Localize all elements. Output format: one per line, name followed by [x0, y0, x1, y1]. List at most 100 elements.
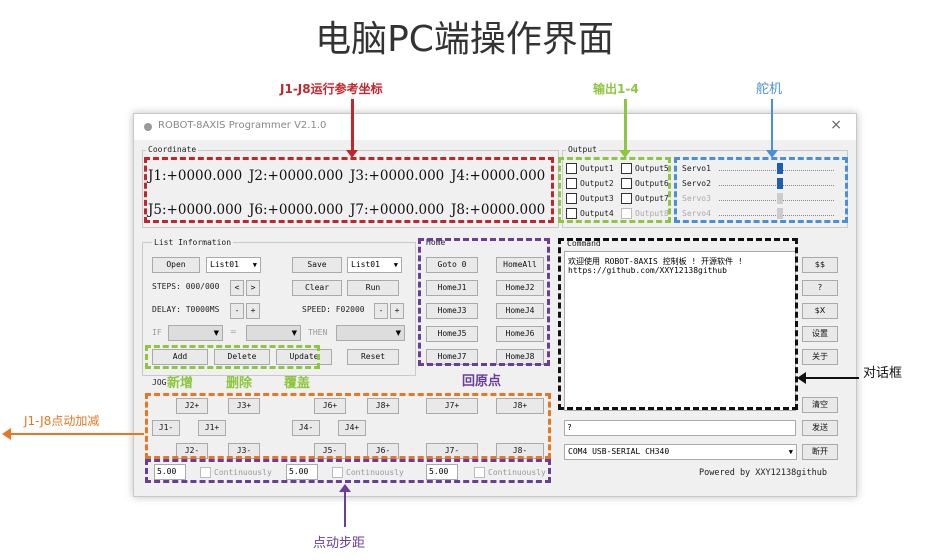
homej3-button[interactable]: HomeJ3 — [426, 303, 478, 319]
jog-j8-plus-button[interactable]: J8+ — [367, 398, 399, 414]
clear-log-button[interactable]: 清空 — [802, 397, 838, 413]
app-icon — [144, 123, 152, 131]
jog-step-1-continuous[interactable]: Continuously — [200, 467, 272, 478]
command-input[interactable]: ? — [564, 420, 796, 436]
jog-j2-plus-button[interactable]: J2+ — [176, 398, 208, 414]
annotation-jog: J1-J8点动加减 — [24, 414, 100, 428]
output6-checkbox[interactable]: Output6 — [621, 178, 669, 189]
disconnect-button[interactable]: 断开 — [802, 444, 838, 460]
output2-checkbox[interactable]: Output2 — [566, 178, 614, 189]
homej5-button[interactable]: HomeJ5 — [426, 326, 478, 342]
then-select[interactable]: ▼ — [336, 325, 405, 341]
output4-checkbox[interactable]: Output4 — [566, 208, 614, 219]
open-button[interactable]: Open — [152, 257, 200, 273]
output5-checkbox[interactable]: Output5 — [621, 163, 669, 174]
delay-label: DELAY: T0000MS — [152, 305, 220, 314]
jog-j8-plus-button-2[interactable]: J8+ — [496, 398, 544, 414]
jog-j6-plus-button[interactable]: J6+ — [314, 398, 346, 414]
jog-j3-plus-button[interactable]: J3+ — [228, 398, 260, 414]
jog-j1-plus-button[interactable]: J1+ — [198, 420, 226, 436]
cmd-dollar-dollar-button[interactable]: $$ — [802, 257, 838, 273]
servo3-slider[interactable] — [719, 200, 834, 205]
jog-step-1-input[interactable]: 5.00 — [154, 464, 186, 480]
annotation-servo: 舵机 — [756, 82, 783, 97]
annotation-add: 新增 — [167, 376, 194, 391]
arrow-dialog-head — [797, 372, 806, 384]
output7-checkbox[interactable]: Output7 — [621, 193, 669, 204]
speed-plus-button[interactable]: + — [390, 303, 404, 319]
list-select-2[interactable]: List01▼ — [347, 257, 402, 273]
arrow-step-line — [344, 491, 346, 527]
goto0-button[interactable]: Goto 0 — [426, 257, 478, 273]
command-log-line1: 欢迎使用 ROBOT-8AXIS 控制板 ! 开源软件 ! — [568, 257, 743, 266]
close-icon[interactable]: × — [830, 117, 842, 133]
save-button[interactable]: Save — [292, 257, 342, 273]
servo4-thumb[interactable] — [777, 208, 783, 219]
settings-button[interactable]: 设置 — [802, 326, 838, 342]
jog-step-3-input[interactable]: 5.00 — [426, 464, 458, 480]
homej2-button[interactable]: HomeJ2 — [496, 280, 544, 296]
coord-j2: J2:+0000.000 — [249, 168, 344, 184]
send-button[interactable]: 发送 — [802, 420, 838, 436]
jog-highlight — [145, 393, 551, 459]
servo3-thumb[interactable] — [777, 193, 783, 204]
jog-step-2-input[interactable]: 5.00 — [286, 464, 318, 480]
next-step-button[interactable]: > — [246, 280, 260, 296]
eq-select[interactable]: ▼ — [246, 325, 301, 341]
servo1-slider[interactable] — [719, 170, 834, 175]
window-title: ROBOT-8AXIS Programmer V2.1.0 — [158, 120, 327, 131]
list-select-1[interactable]: List01▼ — [206, 257, 261, 273]
clear-button[interactable]: Clear — [292, 280, 342, 296]
delay-plus-button[interactable]: + — [246, 303, 260, 319]
output3-checkbox[interactable]: Output3 — [566, 193, 614, 204]
servo-highlight — [674, 157, 848, 223]
coord-j6: J6:+0000.000 — [249, 202, 344, 218]
servo1-label: Servo1 — [682, 164, 711, 173]
arrow-dialog-line — [805, 377, 859, 379]
port-select[interactable]: COM4 USB-SERIAL CH340▼ — [564, 444, 797, 460]
if-select[interactable]: ▼ — [168, 325, 223, 341]
servo4-slider[interactable] — [719, 215, 834, 220]
arrow-jog-head — [2, 428, 11, 440]
servo2-slider[interactable] — [719, 185, 834, 190]
add-button[interactable]: Add — [152, 349, 208, 365]
jog-step-2-continuous[interactable]: Continuously — [332, 467, 404, 478]
annotation-step: 点动步距 — [313, 536, 366, 551]
coord-j7: J7:+0000.000 — [350, 202, 445, 218]
command-log-line2: https://github.com/XXY12138github — [568, 266, 727, 275]
arrow-servo-head — [766, 150, 778, 158]
jog-j4-minus-button[interactable]: J4- — [292, 420, 320, 436]
homej4-button[interactable]: HomeJ4 — [496, 303, 544, 319]
annotation-home: 回原点 — [462, 374, 502, 389]
jog-label: JOG — [152, 378, 167, 387]
about-button[interactable]: 关于 — [802, 349, 838, 365]
servo2-thumb[interactable] — [777, 178, 783, 189]
speed-label: SPEED: F02000 — [302, 305, 365, 314]
delete-button[interactable]: Delete — [214, 349, 270, 365]
reset-button[interactable]: Reset — [347, 349, 399, 365]
output1-checkbox[interactable]: Output1 — [566, 163, 614, 174]
servo1-thumb[interactable] — [777, 163, 783, 174]
jog-j1-minus-button[interactable]: J1- — [152, 420, 180, 436]
cmd-unlock-button[interactable]: $X — [802, 303, 838, 319]
homej6-button[interactable]: HomeJ6 — [496, 326, 544, 342]
homeall-button[interactable]: HomeAll — [496, 257, 544, 273]
add-del-update-highlight — [145, 345, 320, 369]
cmd-question-button[interactable]: ? — [802, 280, 838, 296]
delay-minus-button[interactable]: - — [230, 303, 244, 319]
jog-j4-plus-button[interactable]: J4+ — [338, 420, 366, 436]
output8-checkbox[interactable]: Output8 — [621, 208, 669, 219]
speed-minus-button[interactable]: - — [374, 303, 388, 319]
arrow-output-head — [619, 150, 631, 158]
command-log: 欢迎使用 ROBOT-8AXIS 控制板 ! 开源软件 ! https://gi… — [564, 251, 796, 411]
jog-j7-plus-button[interactable]: J7+ — [426, 398, 478, 414]
coord-j3: J3:+0000.000 — [350, 168, 445, 184]
jog-step-3-continuous[interactable]: Continuously — [474, 467, 546, 478]
prev-step-button[interactable]: < — [230, 280, 244, 296]
homej1-button[interactable]: HomeJ1 — [426, 280, 478, 296]
homej8-button[interactable]: HomeJ8 — [496, 349, 544, 365]
run-button[interactable]: Run — [347, 280, 399, 296]
coord-highlight — [144, 157, 554, 223]
jog-j2-minus-button[interactable]: J2- — [176, 443, 208, 459]
output-highlight — [558, 157, 671, 223]
